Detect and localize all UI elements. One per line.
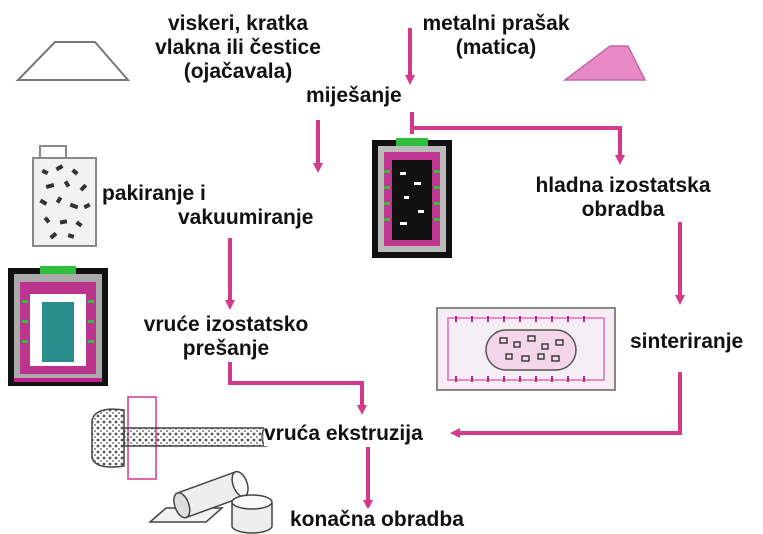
- cylinder-parts-icon: [150, 469, 272, 533]
- label-matrix: metalni prašak (matica): [420, 12, 572, 60]
- label-mixing: miješanje: [306, 84, 402, 108]
- label-packing: pakiranje i vakuumiranje: [102, 182, 313, 230]
- label-finishing: konačna obradba: [290, 508, 464, 532]
- label-packing-line-2: vakuumiranje: [178, 206, 313, 230]
- label-hot-iso-line-1: vruće izostatsko: [128, 313, 324, 337]
- label-cold-iso: hladna izostatska obradba: [514, 174, 732, 222]
- label-mixing-text: miješanje: [306, 84, 402, 108]
- matrix-pile-icon: [565, 46, 645, 80]
- label-matrix-line-2: (matica): [420, 36, 572, 60]
- label-finishing-text: konačna obradba: [290, 508, 464, 532]
- hot-press-container-icon: [8, 266, 108, 386]
- label-reinforcement-line-3: (ojačavala): [150, 60, 326, 84]
- extrusion-rod-icon: [92, 397, 270, 479]
- sinter-furnace-icon: [437, 308, 615, 390]
- label-matrix-line-1: metalni prašak: [420, 12, 572, 36]
- label-sintering: sinteriranje: [630, 330, 743, 354]
- canister-icon: [33, 146, 96, 246]
- cold-press-container-icon: [372, 138, 452, 258]
- label-sintering-text: sinteriranje: [630, 330, 743, 354]
- label-hot-iso-line-2: prešanje: [128, 337, 324, 361]
- label-extrusion: vruća ekstruzija: [264, 422, 423, 446]
- arrow-hot-iso-to-extrusion: [230, 362, 362, 410]
- label-reinforcement-line-1: viskeri, kratka: [150, 12, 326, 36]
- reinforcement-pile-icon: [18, 42, 128, 80]
- label-reinforcement-line-2: vlakna ili čestice: [150, 36, 326, 60]
- label-packing-line-1: pakiranje i: [102, 182, 313, 206]
- label-cold-iso-line-1: hladna izostatska: [514, 174, 732, 198]
- label-reinforcement: viskeri, kratka vlakna ili čestice (ojač…: [150, 12, 326, 84]
- label-extrusion-text: vruća ekstruzija: [264, 422, 423, 446]
- label-cold-iso-line-2: obradba: [514, 198, 732, 222]
- label-hot-iso: vruće izostatsko prešanje: [128, 313, 324, 361]
